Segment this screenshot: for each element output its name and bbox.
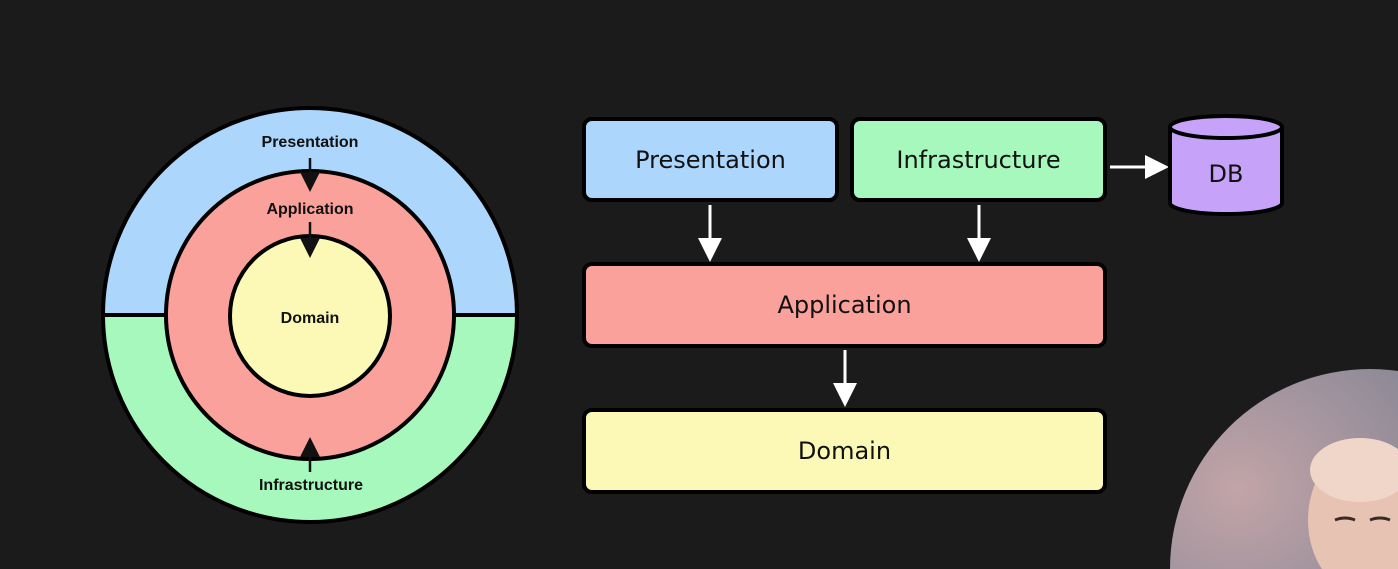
db-cylinder: DB [1168, 114, 1284, 216]
application-layer-label: Application [777, 291, 912, 319]
infrastructure-layer-label: Infrastructure [896, 145, 1061, 174]
application-layer-box: Application [582, 262, 1107, 348]
presentation-layer-label: Presentation [635, 145, 786, 174]
domain-layer-label: Domain [797, 437, 892, 465]
domain-layer-box: Domain [582, 408, 1107, 494]
onion-label-application: Application [266, 201, 353, 218]
onion-label-infrastructure: Infrastructure [259, 477, 363, 494]
db-label: DB [1209, 160, 1244, 188]
onion-label-presentation: Presentation [262, 134, 359, 151]
onion-label-domain: Domain [281, 310, 340, 327]
infrastructure-layer-box: Infrastructure [850, 117, 1107, 202]
presentation-layer-box: Presentation [582, 117, 839, 202]
presenter-webcam [1170, 369, 1398, 569]
